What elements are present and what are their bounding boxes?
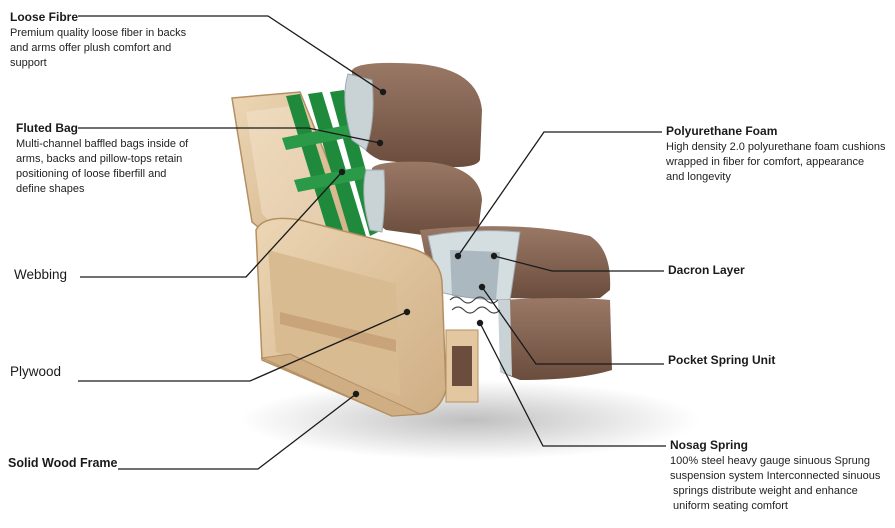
webbing-callout: Webbing [14, 268, 67, 282]
desc-line: Premium quality loose fiber in backs [10, 27, 187, 39]
seat-cushion [420, 226, 611, 301]
loose-fibre-title: Loose Fibre [10, 10, 79, 24]
nosag-spring-title: Nosag Spring [670, 438, 749, 452]
webbing-title: Webbing [14, 267, 68, 282]
polyurethane-foam-description: High density 2.0 polyurethane foam cushi… [666, 140, 894, 185]
webbing-line [80, 171, 343, 278]
fluted-bag-description: Multi-channel baffled bags inside of arm… [16, 137, 246, 197]
desc-line: uniform seating comfort [670, 500, 788, 512]
solid-wood-frame-callout: Solid Wood Frame [8, 456, 118, 470]
back-cushions [344, 62, 482, 238]
back-frame-inner [246, 106, 336, 240]
fluted-bag-title: Fluted Bag [16, 121, 78, 135]
dacron-layer-callout: Dacron Layer [668, 263, 745, 277]
plywood-callout: Plywood [10, 365, 61, 379]
fluted-bag-callout: Fluted Bag Multi-channel baffled bags in… [16, 121, 246, 197]
desc-line: suspension system Interconnected sinuous [670, 470, 881, 482]
dacron-layer-title: Dacron Layer [668, 263, 745, 277]
pocket-spring-unit-title: Pocket Spring Unit [668, 353, 776, 367]
nosag-spring-line [479, 322, 666, 447]
desc-line: High density 2.0 polyurethane foam cushi… [666, 141, 886, 153]
nosag-spring-callout: Nosag Spring 100% steel heavy gauge sinu… [670, 438, 892, 514]
solid-wood-frame-title: Solid Wood Frame [8, 456, 118, 470]
pocket-spring-unit-line [481, 286, 664, 365]
arm-frame [255, 217, 479, 417]
webbing-straps [282, 90, 382, 246]
polyurethane-foam-title: Polyurethane Foam [666, 124, 778, 138]
desc-line: support [10, 57, 47, 69]
plywood-line [78, 311, 408, 382]
plywood-title: Plywood [10, 364, 62, 379]
desc-line: positioning of loose fiberfill and [16, 168, 167, 180]
polyurethane-foam-callout: Polyurethane Foam High density 2.0 polyu… [666, 124, 894, 185]
desc-line: and arms offer plush comfort and [10, 42, 172, 54]
loose-fibre-line [78, 15, 384, 93]
desc-line: and longevity [666, 171, 731, 183]
loose-fibre-description: Premium quality loose fiber in backs and… [10, 26, 240, 71]
solid-wood-frame-line [118, 393, 357, 470]
pocket-spring-unit-callout: Pocket Spring Unit [668, 353, 775, 367]
loose-fibre-callout: Loose Fibre Premium quality loose fiber … [10, 10, 240, 71]
desc-line: Multi-channel baffled bags inside of [16, 138, 189, 150]
dacron-layer-line [493, 255, 664, 272]
desc-line: 100% steel heavy gauge sinuous Sprung [670, 455, 870, 467]
desc-line: wrapped in fiber for comfort, appearance [666, 156, 865, 168]
base-foam-edge [498, 300, 512, 376]
desc-line: arms, backs and pillow-tops retain [16, 153, 183, 165]
nosag-spring-description: 100% steel heavy gauge sinuous Sprung su… [670, 454, 892, 514]
polyurethane-foam-line [457, 131, 662, 257]
desc-line: springs distribute weight and enhance [670, 485, 858, 497]
fluted-bag-line [78, 127, 381, 144]
desc-line: define shapes [16, 183, 85, 195]
seat-base [500, 298, 612, 380]
